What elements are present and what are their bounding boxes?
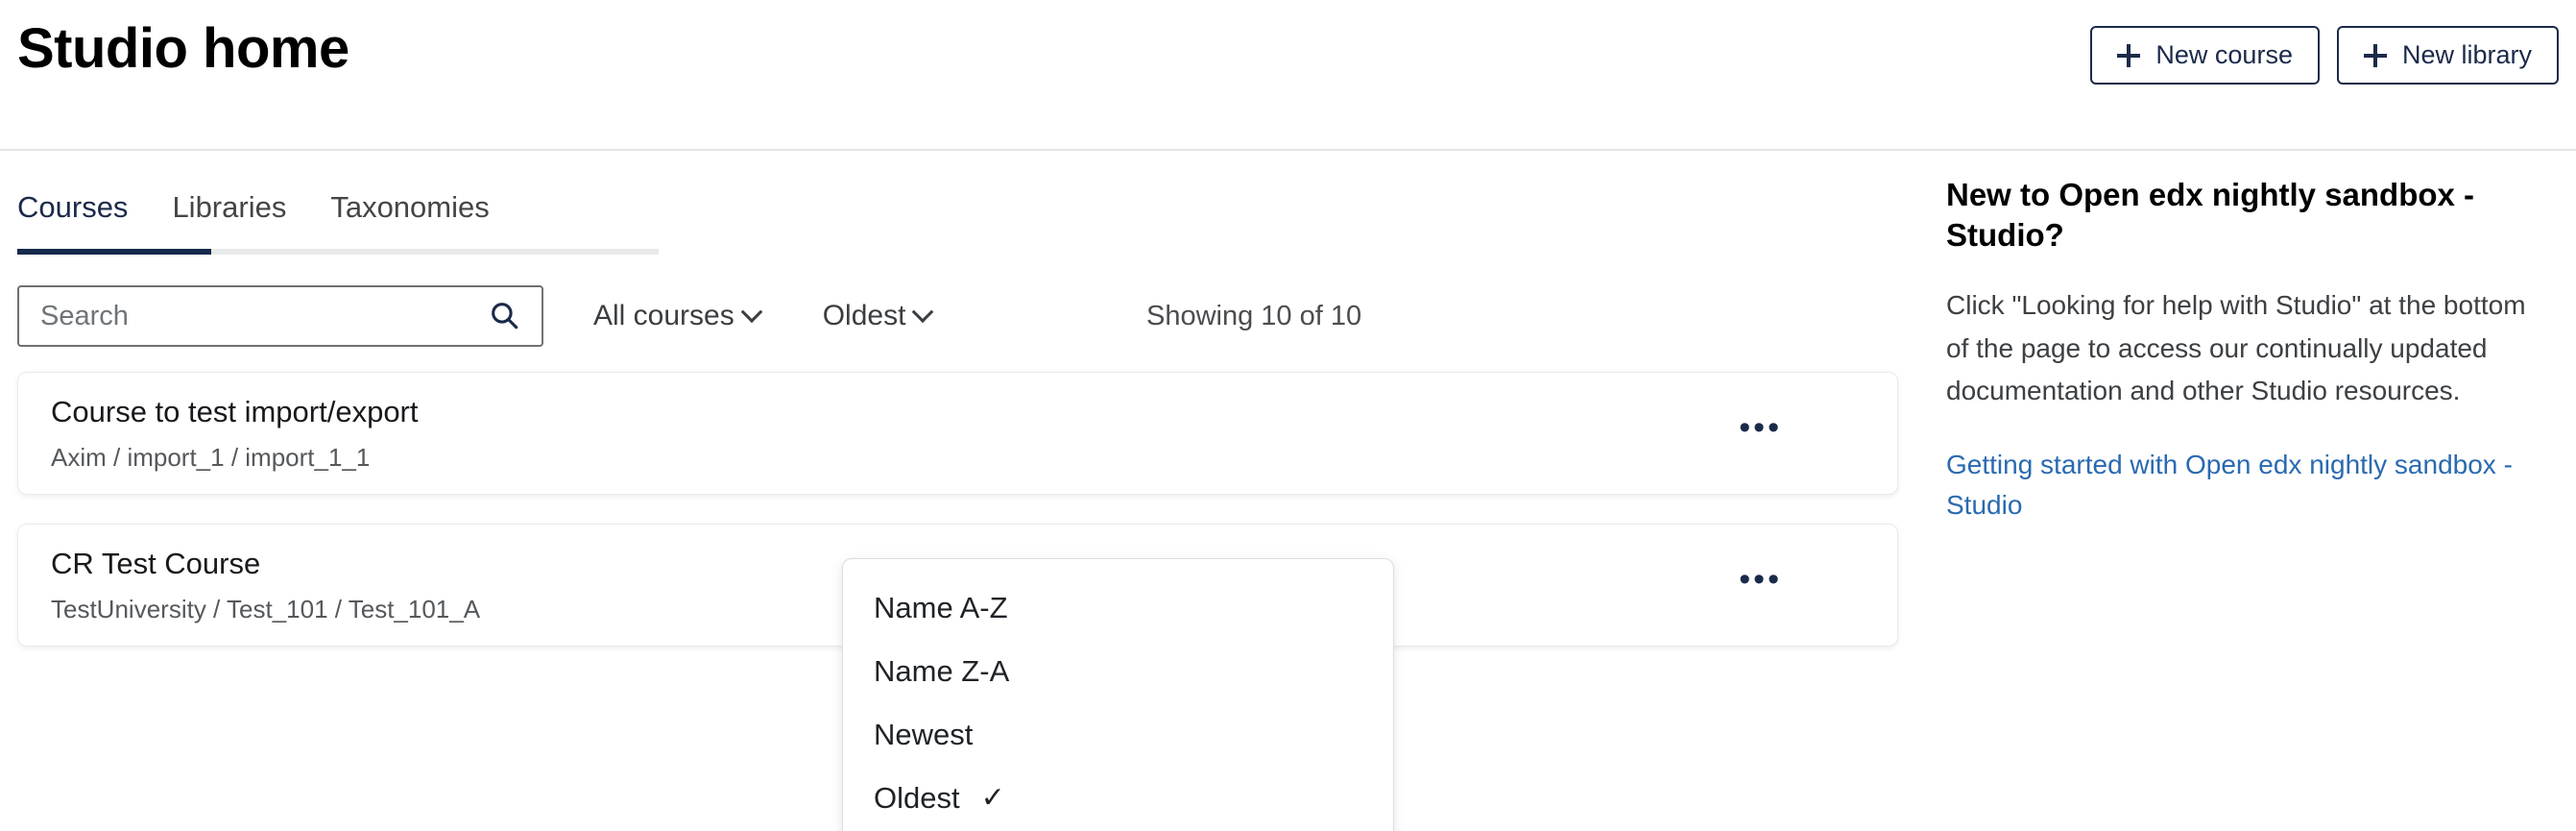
page-header: Studio home New course New library bbox=[0, 0, 2576, 151]
tab-rail bbox=[17, 249, 659, 255]
check-icon: ✓ bbox=[980, 782, 1005, 814]
search-icon bbox=[488, 299, 520, 334]
course-title: CR Test Course bbox=[51, 547, 261, 580]
sort-option-label: Oldest bbox=[874, 781, 960, 815]
sort-dropdown-menu: Name A-Z Name Z-A Newest Oldest ✓ bbox=[842, 558, 1394, 831]
course-meta: Axim / import_1 / import_1_1 bbox=[51, 443, 371, 473]
sort-option-label: Newest bbox=[874, 718, 974, 751]
course-title: Course to test import/export bbox=[51, 395, 419, 428]
course-list: Course to test import/export Axim / impo… bbox=[17, 372, 1915, 647]
new-course-label: New course bbox=[2155, 40, 2293, 69]
sort-option-name-za[interactable]: Name Z-A bbox=[843, 640, 1393, 703]
course-overflow-menu-icon[interactable]: ••• bbox=[1729, 405, 1792, 450]
sort-option-label: Name A-Z bbox=[874, 591, 1008, 624]
header-actions: New course New library bbox=[2090, 26, 2559, 85]
sort-dropdown-trigger[interactable]: Oldest bbox=[819, 292, 935, 340]
sort-option-name-az[interactable]: Name A-Z bbox=[843, 576, 1393, 640]
course-meta: TestUniversity / Test_101 / Test_101_A bbox=[51, 595, 481, 624]
sort-option-newest[interactable]: Newest bbox=[843, 703, 1393, 767]
page-title: Studio home bbox=[17, 17, 349, 80]
sidebar-heading: New to Open edx nightly sandbox - Studio… bbox=[1946, 177, 2475, 254]
main-column: Courses Libraries Taxonomies bbox=[0, 151, 1915, 831]
getting-started-link[interactable]: Getting started with Open edx nightly sa… bbox=[1946, 450, 2513, 521]
chevron-down-icon bbox=[912, 301, 934, 324]
sort-option-oldest[interactable]: Oldest ✓ bbox=[843, 767, 1393, 830]
course-overflow-menu-icon[interactable]: ••• bbox=[1729, 557, 1792, 601]
help-sidebar: New to Open edx nightly sandbox - Studio… bbox=[1915, 151, 2576, 675]
new-library-label: New library bbox=[2401, 40, 2532, 69]
tab-libraries[interactable]: Libraries bbox=[172, 189, 319, 225]
search-button[interactable] bbox=[482, 299, 542, 334]
showing-count: Showing 10 of 10 bbox=[1146, 300, 1362, 331]
sort-dropdown-label: Oldest bbox=[822, 300, 906, 331]
search-input[interactable] bbox=[19, 300, 482, 332]
tab-active-indicator bbox=[17, 249, 211, 255]
sort-option-label: Name Z-A bbox=[874, 654, 1010, 688]
sidebar-body-text: Click "Looking for help with Studio" at … bbox=[1946, 290, 2526, 405]
new-library-button[interactable]: New library bbox=[2336, 26, 2559, 85]
page-body: Courses Libraries Taxonomies bbox=[0, 151, 2576, 831]
chevron-down-icon bbox=[740, 301, 763, 324]
filter-dropdown-label: All courses bbox=[593, 300, 734, 331]
plus-icon bbox=[2117, 43, 2141, 67]
filter-dropdown-trigger[interactable]: All courses bbox=[590, 292, 763, 340]
tab-courses[interactable]: Courses bbox=[17, 189, 160, 225]
search-box[interactable] bbox=[17, 285, 543, 347]
tab-taxonomies[interactable]: Taxonomies bbox=[330, 189, 521, 225]
tab-bar: Courses Libraries Taxonomies bbox=[17, 189, 659, 258]
controls-row: All courses Oldest Showing 10 of 10 bbox=[17, 285, 1915, 347]
course-card[interactable]: Course to test import/export Axim / impo… bbox=[17, 372, 1898, 495]
new-course-button[interactable]: New course bbox=[2090, 26, 2320, 85]
tab-list: Courses Libraries Taxonomies bbox=[17, 189, 659, 225]
plus-icon bbox=[2363, 43, 2387, 67]
header-divider bbox=[0, 149, 2576, 151]
